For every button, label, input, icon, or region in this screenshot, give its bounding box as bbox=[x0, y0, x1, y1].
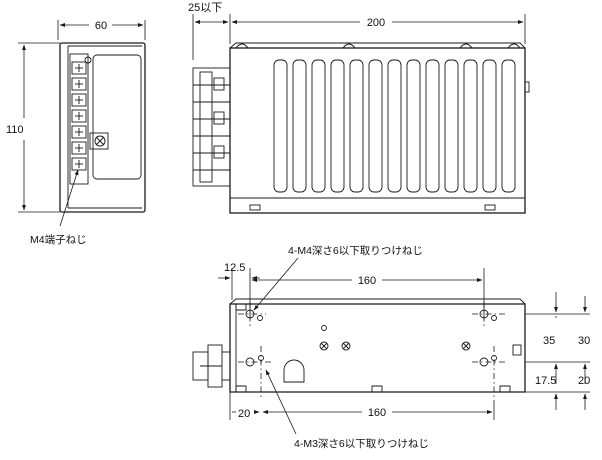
side-label-panel bbox=[92, 54, 142, 180]
adjuster-knob bbox=[94, 135, 106, 147]
dim-left-offset-12-5: 12.5 bbox=[224, 262, 245, 274]
dim-top-pitch-160: 160 bbox=[358, 275, 376, 287]
side-view: 60 110 bbox=[6, 20, 146, 246]
m3-mounting-holes bbox=[238, 346, 506, 400]
dim-upper-vertical-30: 30 bbox=[578, 335, 590, 347]
dim-bottom-left-offset-20: 20 bbox=[238, 408, 250, 420]
dim-bottom-pitch-160: 160 bbox=[368, 407, 386, 419]
terminal-block bbox=[69, 53, 89, 185]
bottom-mounting-hole-label: 4-M3深さ6以下取りつけねじ bbox=[294, 438, 429, 450]
dim-length-200: 200 bbox=[367, 17, 385, 29]
front-terminal-blocks bbox=[192, 67, 231, 187]
dim-height-110: 110 bbox=[6, 124, 24, 136]
m4-mounting-holes bbox=[238, 302, 506, 326]
bottom-body bbox=[229, 303, 526, 393]
ventilation-slots bbox=[273, 59, 516, 193]
side-body bbox=[59, 42, 146, 213]
dim-lower-vertical-20: 20 bbox=[578, 375, 590, 387]
dim-terminal-projection: 25以下 bbox=[188, 2, 222, 14]
front-view: 25以下 200 bbox=[188, 2, 530, 214]
adjuster-housing bbox=[89, 132, 109, 150]
dim-width-60: 60 bbox=[95, 20, 107, 32]
terminal-screw-label: M4端子ねじ bbox=[30, 233, 87, 246]
front-foot-right bbox=[484, 204, 496, 211]
dim-lower-vertical-17-5: 17.5 bbox=[535, 375, 556, 387]
cable-cutout bbox=[283, 359, 305, 383]
front-foot-left bbox=[249, 204, 261, 211]
terminal-screws bbox=[71, 61, 87, 171]
bottom-view: 4-M4深さ6以下取りつけねじ 12.5 160 bbox=[192, 245, 590, 450]
top-mounting-hole-label: 4-M4深さ6以下取りつけねじ bbox=[288, 245, 423, 257]
bottom-connector bbox=[192, 344, 230, 388]
dim-upper-vertical-35: 35 bbox=[543, 335, 555, 347]
surface-screws bbox=[319, 325, 471, 351]
